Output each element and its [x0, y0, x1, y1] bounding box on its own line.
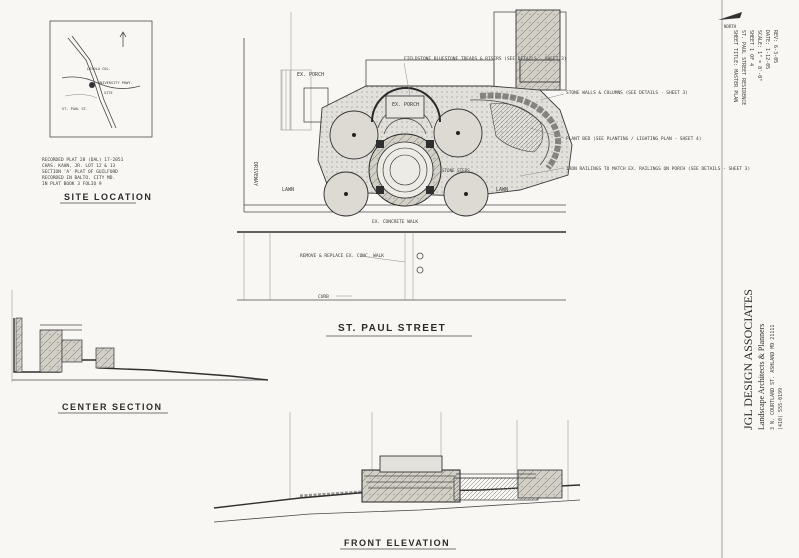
north-arrow-icon: NORTH [718, 12, 742, 29]
section-wall [61, 339, 83, 363]
map-label: LOYOLA COL. [87, 67, 111, 71]
elevation-stair-mass [361, 469, 461, 503]
note-line: SECTION 'A' PLAT OF GUILFORD [42, 169, 118, 175]
elevation-street-line [213, 499, 581, 523]
stone-column [426, 186, 434, 194]
elevation-wall [517, 469, 563, 499]
label-curb: CURB [318, 294, 329, 300]
drawing-date: DATE: 1-12-05 [764, 30, 770, 69]
central-stair [368, 87, 442, 207]
label-lawn: LAWN [282, 187, 294, 193]
note-line: RECORDED PLAT 28 (DAL) 17-2051 [42, 157, 124, 163]
site-plan: EX. PORCH EX. PORCH DRIVEWAY LAWN LAWN E… [237, 9, 750, 301]
center-section [11, 290, 269, 382]
center-section-label: CENTER SECTION [62, 402, 163, 412]
title-block: SHEET TITLE: MASTER PLAN ST. PAUL STREET… [718, 12, 778, 105]
firm-phone: (410) 555-0199 [778, 388, 784, 430]
curved-stone-wall [479, 92, 561, 170]
elevation-railing [456, 473, 536, 479]
site-location-title: SITE LOCATION [64, 192, 152, 202]
front-elevation [213, 412, 581, 523]
bollard [416, 266, 424, 274]
site-location-note: RECORDED PLAT 28 (DAL) 17-2051 CHAS. KAH… [42, 157, 124, 187]
railing [40, 324, 82, 331]
note-line: RECORDED IN BALTO. CITY MD. [42, 175, 115, 181]
tree-symbols [323, 108, 489, 217]
front-elevation-label: FRONT ELEVATION [344, 538, 450, 548]
label-stone-steps: STONE STEPS [442, 168, 470, 173]
landing [385, 95, 425, 119]
elevation-landing [379, 455, 443, 473]
section-wall [39, 329, 63, 373]
street-label: ST. PAUL STREET [338, 323, 446, 334]
sheet-number: SHEET 1 OF 4 [748, 30, 754, 66]
callout-plant-bed: PLANT BED (SEE PLANTING / LIGHTING PLAN … [566, 136, 701, 142]
firm-address: 3 N. COURTLAND ST. ASHLAND MD 21111 [770, 325, 776, 430]
plant-bed [489, 103, 544, 153]
stone-wall [519, 59, 561, 83]
stone-column [376, 186, 384, 194]
site-marker [89, 82, 95, 88]
firm-subtitle: Landscape Architects & Planners [757, 324, 766, 430]
stone-column [376, 140, 384, 148]
label-lawn: LAWN [496, 187, 508, 193]
map-label: ST. PAUL ST. [62, 107, 88, 111]
firm-block: JGL DESIGN ASSOCIATES Landscape Architec… [741, 289, 784, 430]
label-ex-porch: EX. PORCH [392, 102, 419, 108]
map-road [61, 76, 141, 89]
north-label: NORTH [724, 24, 737, 29]
note-line: CHAS. KAHN, JR. LOT 12 & 13 [42, 163, 115, 169]
bollard [416, 252, 424, 260]
callout-bluestone-treads: FIELDSTONE BLUESTONE TREADS & RISERS (SE… [404, 56, 567, 62]
sheet-title: SHEET TITLE: MASTER PLAN [732, 30, 738, 102]
note-line: IN PLAT BOOK 3 FOLIO 9 [42, 181, 102, 187]
map-north-arrow-icon [119, 31, 127, 47]
section-wall [95, 347, 115, 369]
label-ex-porch: EX. PORCH [297, 72, 324, 78]
firm-name: JGL DESIGN ASSOCIATES [741, 289, 755, 430]
map-label: UNIVERSITY PKWY. [98, 81, 133, 85]
map-label: SITE [104, 91, 113, 95]
label-driveway: DRIVEWAY [252, 162, 258, 186]
existing-porch [365, 59, 495, 91]
callout-iron-railings: IRON RAILINGS TO MATCH EX. RAILINGS ON P… [566, 166, 750, 172]
drawing-scale: SCALE: 1" = 8'-0" [756, 30, 762, 81]
map-road [64, 94, 98, 99]
revision-date: REV: 6-3-05 [772, 30, 778, 63]
label-replace-walk: REMOVE & REPLACE EX. CONC. WALK [300, 253, 384, 259]
site-location-inset: LOYOLA COL. UNIVERSITY PKWY. SITE ST. PA… [49, 20, 153, 138]
map-road [67, 37, 113, 129]
label-ex-concrete-walk: EX. CONCRETE WALK [372, 219, 418, 225]
project-name: ST. PAUL STREET RESIDENCE [740, 30, 746, 105]
map-road-edge [71, 35, 117, 129]
stone-column [426, 140, 434, 148]
inset-frame [49, 20, 153, 138]
callout-stone-walls: STONE WALLS & COLUMNS (SEE DETAILS - SHE… [566, 90, 688, 96]
